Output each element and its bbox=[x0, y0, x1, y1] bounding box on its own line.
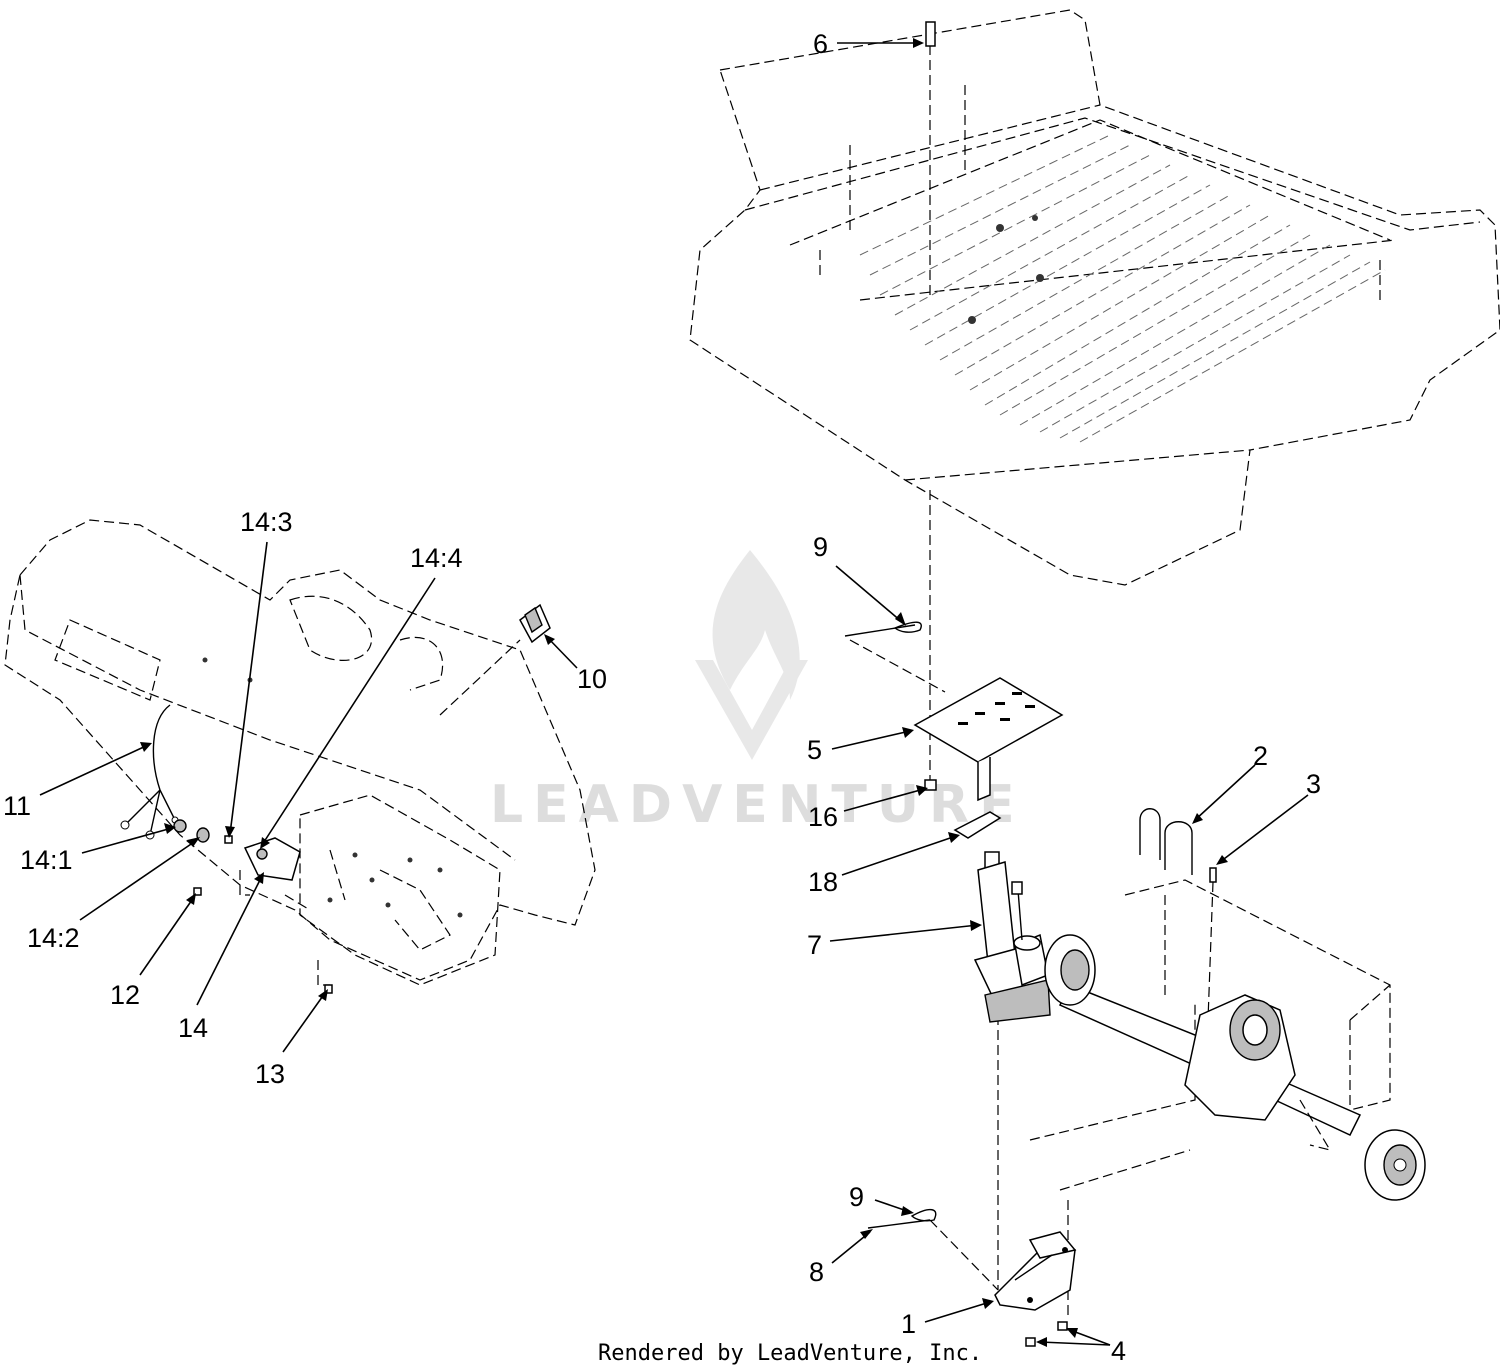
callout-6: 6 bbox=[813, 29, 828, 59]
nuts-part-4 bbox=[1025, 1321, 1068, 1347]
mounting-bracket-part-5 bbox=[913, 677, 1064, 802]
callout-14-2: 14:2 bbox=[27, 923, 80, 953]
callout-9-bottom: 9 bbox=[849, 1182, 864, 1212]
callout-8: 8 bbox=[809, 1257, 824, 1287]
differential-housing bbox=[1184, 994, 1296, 1121]
callout-13: 13 bbox=[255, 1059, 285, 1089]
callout-10: 10 bbox=[577, 664, 607, 694]
callout-labels: 6 9 5 16 18 7 2 3 9 8 1 4 14:3 14:4 10 1… bbox=[3, 29, 1321, 1366]
cargo-bed-phantom bbox=[689, 9, 1500, 586]
leadventure-watermark: LEADVENTURE bbox=[490, 550, 1025, 835]
clevis-pin-part-9-bottom bbox=[910, 1209, 937, 1222]
callout-14-3: 14:3 bbox=[240, 507, 293, 537]
clevis-pin-part-8 bbox=[867, 1219, 999, 1291]
callout-3: 3 bbox=[1306, 769, 1321, 799]
callout-16: 16 bbox=[808, 802, 838, 832]
bed-lift-assembly bbox=[844, 21, 1196, 1320]
callout-14-4: 14:4 bbox=[410, 543, 463, 573]
callout-14: 14 bbox=[178, 1013, 208, 1043]
callout-2: 2 bbox=[1253, 741, 1268, 771]
leadventure-flame-logo bbox=[695, 550, 808, 760]
callout-1: 1 bbox=[901, 1309, 916, 1339]
clevis-pin-part-9-top bbox=[844, 621, 922, 637]
callout-11: 11 bbox=[3, 791, 31, 821]
key-switch-part-14 bbox=[243, 837, 301, 881]
nut-part-16 bbox=[924, 779, 937, 791]
screw-part-13 bbox=[324, 984, 333, 994]
rocker-switch-part-10 bbox=[519, 603, 551, 644]
callout-5: 5 bbox=[807, 735, 822, 765]
right-brake-hub bbox=[1364, 1129, 1426, 1201]
callout-7: 7 bbox=[807, 930, 822, 960]
bed-floor-ribs bbox=[859, 134, 1386, 443]
watermark-brand: LEADVENTURE bbox=[490, 775, 1025, 835]
spacer-plate-part-18 bbox=[953, 811, 1002, 839]
u-bolt-part-2 bbox=[1139, 808, 1193, 875]
callout-18: 18 bbox=[808, 867, 838, 897]
linear-actuator-part-7 bbox=[973, 851, 1052, 1023]
bolt-part-6 bbox=[925, 21, 936, 47]
callout-12: 12 bbox=[110, 980, 140, 1010]
washer-part-14-1 bbox=[173, 819, 187, 833]
render-credit: Rendered by LeadVenture, Inc. bbox=[598, 1341, 982, 1366]
left-brake-hub bbox=[1044, 934, 1096, 1006]
nut-part-14-3 bbox=[224, 835, 233, 844]
callout-4: 4 bbox=[1111, 1336, 1126, 1366]
rear-axle-frame bbox=[1044, 808, 1426, 1201]
wire-harness-part-11 bbox=[120, 704, 179, 840]
callout-9-top: 9 bbox=[813, 532, 828, 562]
callout-14-1: 14:1 bbox=[20, 845, 73, 875]
pivot-bracket-part-1 bbox=[994, 1231, 1077, 1311]
bolt-part-3 bbox=[1207, 867, 1217, 1021]
callout-leaders bbox=[39, 38, 1309, 1347]
screw-part-12 bbox=[193, 887, 202, 896]
washer-part-14-2 bbox=[196, 827, 210, 843]
dash-panel-phantom bbox=[4, 519, 596, 986]
